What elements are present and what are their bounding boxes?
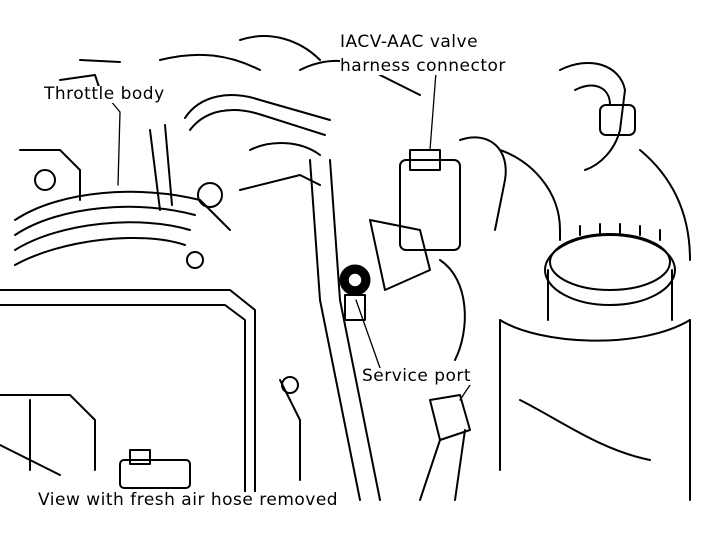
throttle-body-label: Throttle body xyxy=(44,84,165,104)
lower-hoses xyxy=(279,259,651,501)
service-port-label: Service port xyxy=(362,366,472,386)
leader-iacv xyxy=(429,71,437,151)
leader-service-port xyxy=(355,299,381,369)
air-cleaner-housing xyxy=(0,289,256,501)
diagram-caption: View with fresh air hose removed xyxy=(38,490,339,510)
center-assembly xyxy=(239,136,507,501)
iacv-harness-label: harness connector xyxy=(340,56,506,76)
throttle-body-shape xyxy=(14,124,231,269)
service-port-fitting xyxy=(339,264,371,321)
reservoir-cap xyxy=(499,223,691,501)
leader-throttle-body xyxy=(109,99,121,186)
right-hose xyxy=(499,61,691,261)
iacv-valve-label: IACV-AAC valve xyxy=(340,32,479,52)
